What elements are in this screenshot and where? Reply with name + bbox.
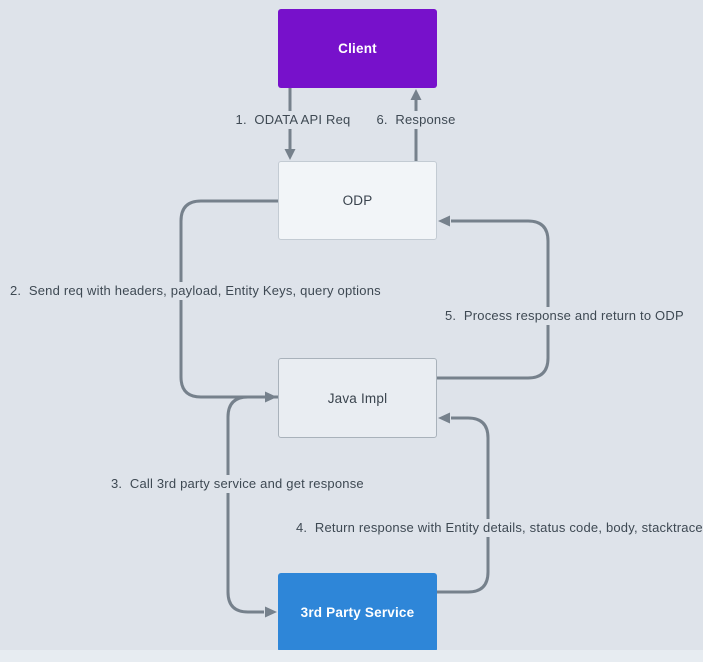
edge-label-send-req: 2. Send req with headers, payload, Entit… bbox=[7, 282, 384, 300]
edge-label-response: 6. Response bbox=[373, 111, 459, 129]
node-third-party-service-label: 3rd Party Service bbox=[300, 605, 415, 620]
node-client: Client bbox=[278, 9, 437, 88]
edge-label-process-response: 5. Process response and return to ODP bbox=[442, 307, 687, 325]
edge-label-call-3rd-party: 3. Call 3rd party service and get respon… bbox=[108, 475, 367, 493]
node-java-impl: Java Impl bbox=[278, 358, 437, 438]
edge-label-odata-api-req: 1. ODATA API Req bbox=[232, 111, 354, 129]
node-third-party-service: 3rd Party Service bbox=[278, 573, 437, 652]
edge-4-arrowhead bbox=[438, 412, 450, 424]
node-odp: ODP bbox=[278, 161, 437, 240]
node-odp-label: ODP bbox=[342, 193, 373, 208]
node-java-impl-label: Java Impl bbox=[327, 390, 388, 406]
edge-6-arrowhead bbox=[410, 89, 422, 100]
edge-label-return-response: 4. Return response with Entity details, … bbox=[293, 519, 703, 537]
footer-strip bbox=[0, 650, 703, 662]
node-client-label: Client bbox=[338, 41, 377, 56]
edge-3-line bbox=[226, 395, 278, 614]
edge-5-line bbox=[437, 219, 550, 380]
edge-4-line bbox=[437, 416, 490, 594]
edge-1-arrowhead bbox=[284, 149, 296, 160]
edge-5-arrowhead bbox=[438, 215, 450, 227]
edge-3-arrowhead bbox=[265, 606, 277, 618]
